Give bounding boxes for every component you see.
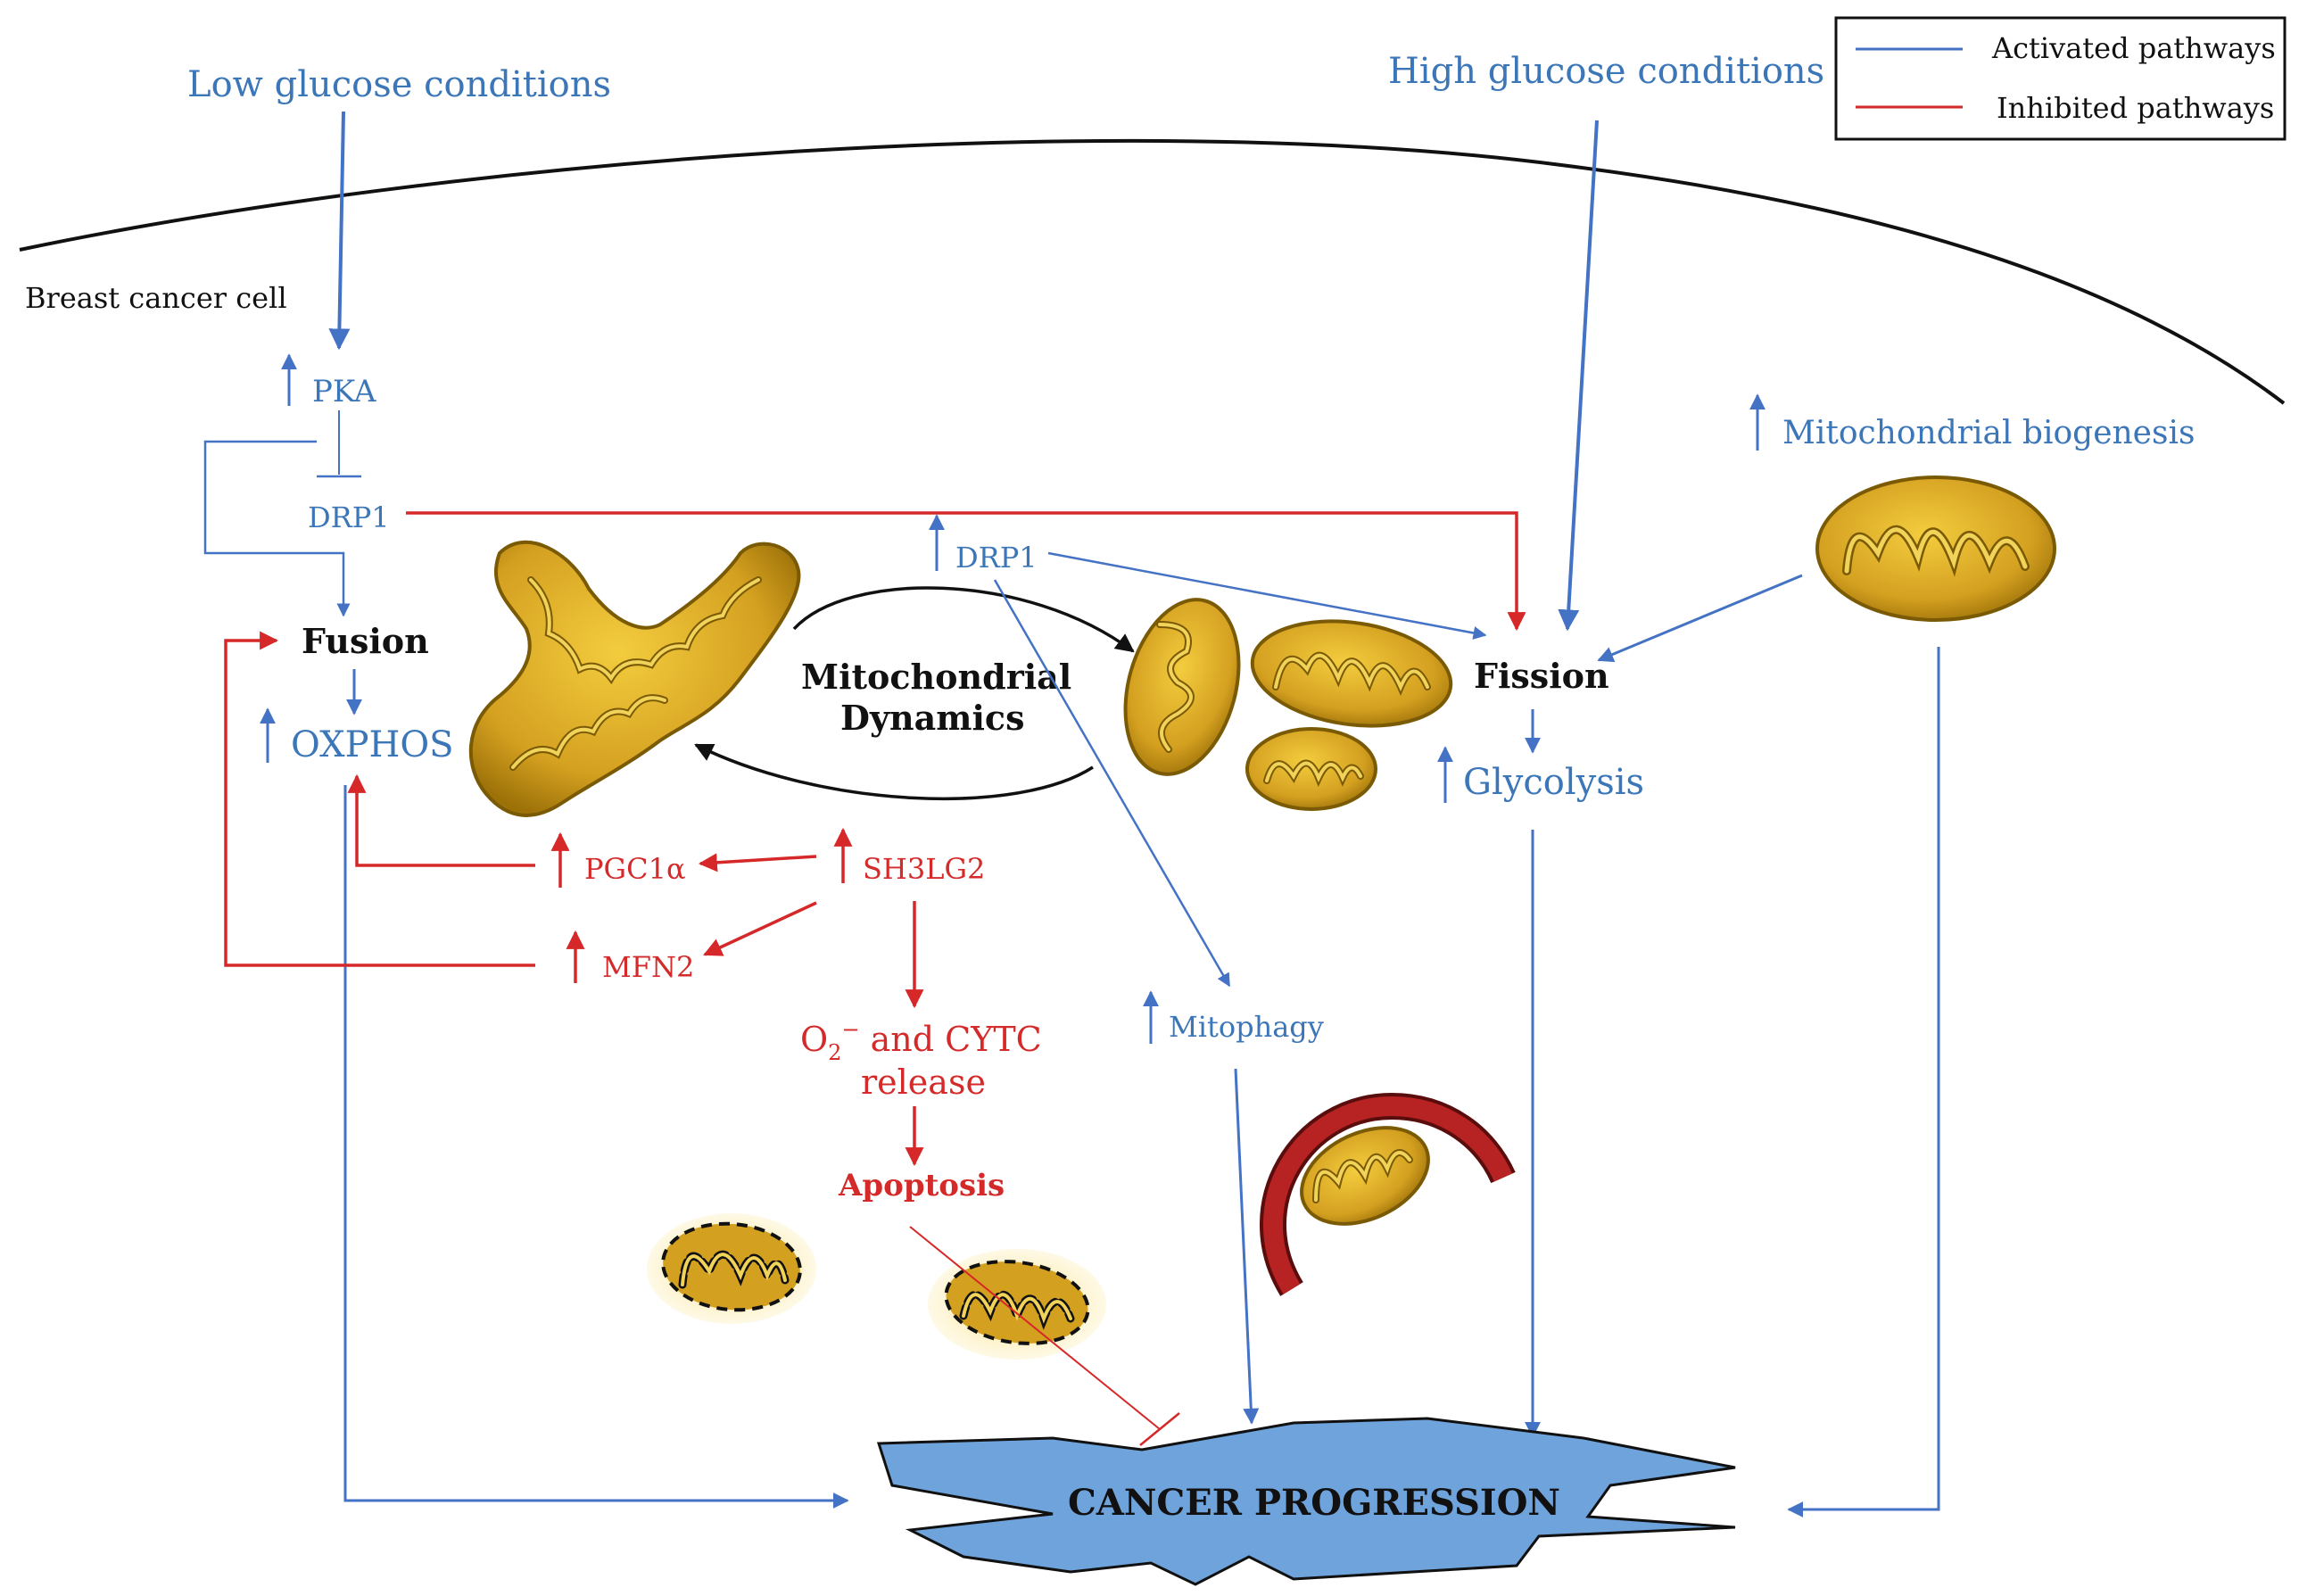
apoptosis-inhibit-bar	[1139, 1412, 1180, 1446]
cancer-progression-star: CANCER PROGRESSION	[876, 1417, 1736, 1586]
drp1-center-to-mitophagy	[993, 579, 1231, 988]
pgc1a-to-oxphos	[347, 773, 535, 867]
sh3lg2-to-pgc1a	[698, 853, 817, 872]
biogenesis-mitochondrion	[1815, 475, 2056, 622]
oxphos-label: OXPHOS	[291, 724, 454, 765]
o2-rest: and CYTC	[860, 1020, 1042, 1059]
mfn2-label: MFN2	[602, 950, 694, 984]
cell-membrane	[19, 138, 2286, 405]
o2-superscript: −	[841, 1017, 859, 1042]
biogenesis-label: Mitochondrial biogenesis	[1782, 415, 2195, 451]
biogenesis-to-fission	[1597, 574, 1803, 663]
low-glucose-label: Low glucose conditions	[187, 64, 611, 105]
legend-inhibited-label: Inhibited pathways	[1997, 91, 2274, 125]
biogenesis-to-cancer	[1787, 647, 1940, 1517]
high-glucose-label: High glucose conditions	[1388, 51, 1824, 92]
mitophagy-to-cancer	[1234, 1068, 1260, 1425]
glycolysis-label: Glycolysis	[1463, 762, 1644, 803]
fused-mitochondrion	[468, 540, 801, 817]
dynamics-label-line1: Mitochondrial	[801, 657, 1071, 697]
cancer-progression-label: CANCER PROGRESSION	[1068, 1482, 1560, 1524]
drp1-center-to-fission	[1047, 551, 1487, 640]
arrow-high-glucose-fission	[1558, 120, 1599, 632]
drp1-center-label: DRP1	[955, 541, 1038, 575]
o2-cytc-label: O2− and CYTC	[800, 1017, 1042, 1065]
cell-label: Breast cancer cell	[25, 281, 287, 315]
apoptosis-inhibits-cancer	[909, 1226, 1161, 1430]
oxphos-to-cancer	[343, 785, 849, 1509]
apoptosis-label: Apoptosis	[838, 1168, 1005, 1203]
fusion-label: Fusion	[302, 621, 429, 661]
o2-prefix: O	[800, 1020, 828, 1059]
fragmented-mitochondria	[1123, 598, 1453, 811]
pka-label: PKA	[312, 374, 376, 409]
pgc1a-label: PGC1α	[584, 852, 686, 886]
mitophagy-illustration	[1260, 1092, 1516, 1296]
arrow-low-glucose-pka	[328, 111, 351, 351]
drp1-left-to-fission	[406, 511, 1526, 632]
dynamics-label-line2: Dynamics	[840, 698, 1024, 738]
legend: Activated pathways Inhibited pathways	[1834, 16, 2287, 141]
drp1-left-label: DRP1	[308, 500, 390, 534]
dynamics-arrow-to-fusion	[694, 743, 1094, 800]
dynamics-arrow-to-fission	[792, 586, 1135, 653]
pka-to-fusion-path	[203, 440, 351, 617]
apoptotic-mitochondria	[647, 1213, 1106, 1360]
mfn2-to-fusion	[224, 631, 535, 967]
release-label: release	[861, 1063, 986, 1102]
sh3lg2-to-mfn2	[703, 901, 817, 956]
fission-label: Fission	[1474, 656, 1609, 696]
sh3lg2-label: SH3LG2	[863, 852, 985, 886]
o2-subscript: 2	[828, 1040, 841, 1065]
mitophagy-label: Mitophagy	[1169, 1010, 1324, 1044]
legend-activated-label: Activated pathways	[1991, 31, 2276, 65]
